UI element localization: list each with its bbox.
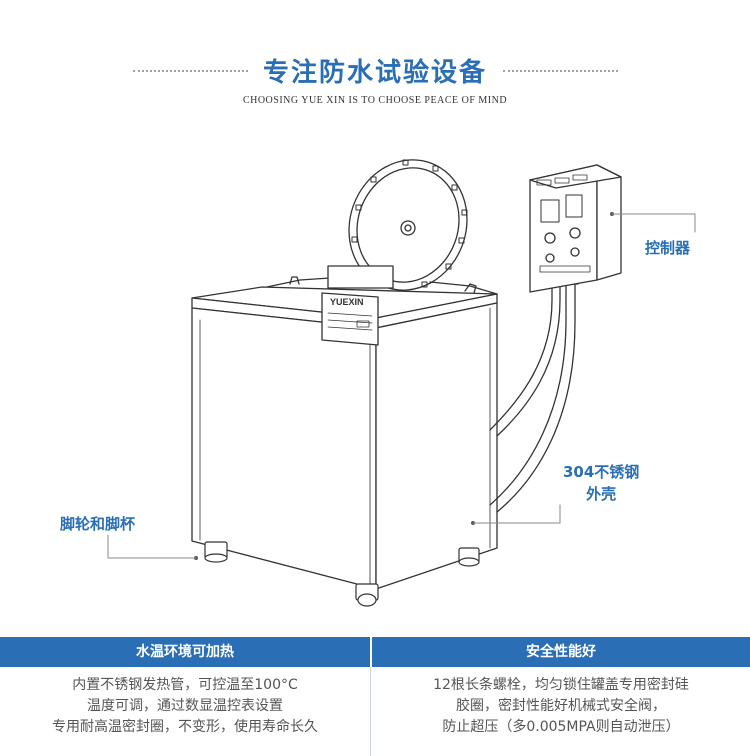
page-subtitle: CHOOSING YUE XIN IS TO CHOOSE PEACE OF M… bbox=[242, 95, 508, 106]
callout-controller: 控制器 bbox=[645, 239, 691, 257]
column-divider bbox=[370, 667, 371, 756]
product-illustration: YUEXIN bbox=[107, 159, 696, 607]
feature-table-header: 水温环境可加热 安全性能好 bbox=[0, 637, 750, 667]
feature-line: 内置不锈钢发热管，可控温至100°C bbox=[72, 677, 298, 693]
header-divider bbox=[370, 637, 372, 667]
feature-line: 温度可调，通过数显温控表设置 bbox=[87, 698, 283, 714]
caster-feet bbox=[204, 541, 480, 607]
header: 专注防水试验设备 bbox=[0, 52, 750, 89]
feature-safety-description: 12根长条螺栓，均匀锁住罐盖专用密封硅 胶圈，密封性能好机械式安全阀， 防止超压… bbox=[372, 675, 750, 738]
feature-line: 专用耐高温密封圈，不变形，使用寿命长久 bbox=[52, 719, 318, 735]
brand-plate-text: YUEXIN bbox=[330, 297, 364, 307]
title-divider-left bbox=[133, 70, 248, 72]
feature-line: 防止超压（多0.005MPA则自动泄压） bbox=[442, 719, 680, 735]
page-title: 专注防水试验设备 bbox=[262, 58, 487, 88]
tank-lid bbox=[348, 159, 468, 291]
feature-table: 水温环境可加热 安全性能好 内置不锈钢发热管，可控温至100°C 温度可调，通过… bbox=[0, 637, 750, 756]
feature-safety-title: 安全性能好 bbox=[526, 644, 596, 660]
callout-shell-line2: 外壳 bbox=[586, 485, 617, 503]
brand-plate: YUEXIN bbox=[321, 292, 379, 346]
callout-shell-line1: 304不锈钢 bbox=[563, 463, 640, 481]
feature-line: 胶圈，密封性能好机械式安全阀， bbox=[456, 698, 666, 714]
callout-caster: 脚轮和脚杯 bbox=[60, 515, 136, 533]
callout-leaders bbox=[107, 212, 696, 560]
title-divider-right bbox=[503, 70, 618, 72]
feature-heating-title: 水温环境可加热 bbox=[136, 644, 234, 660]
controller-box bbox=[529, 164, 622, 293]
feature-heating-description: 内置不锈钢发热管，可控温至100°C 温度可调，通过数显温控表设置 专用耐高温密… bbox=[0, 675, 370, 738]
feature-line: 12根长条螺栓，均匀锁住罐盖专用密封硅 bbox=[433, 677, 689, 693]
callout-shell: 304不锈钢 外壳 bbox=[563, 461, 639, 505]
